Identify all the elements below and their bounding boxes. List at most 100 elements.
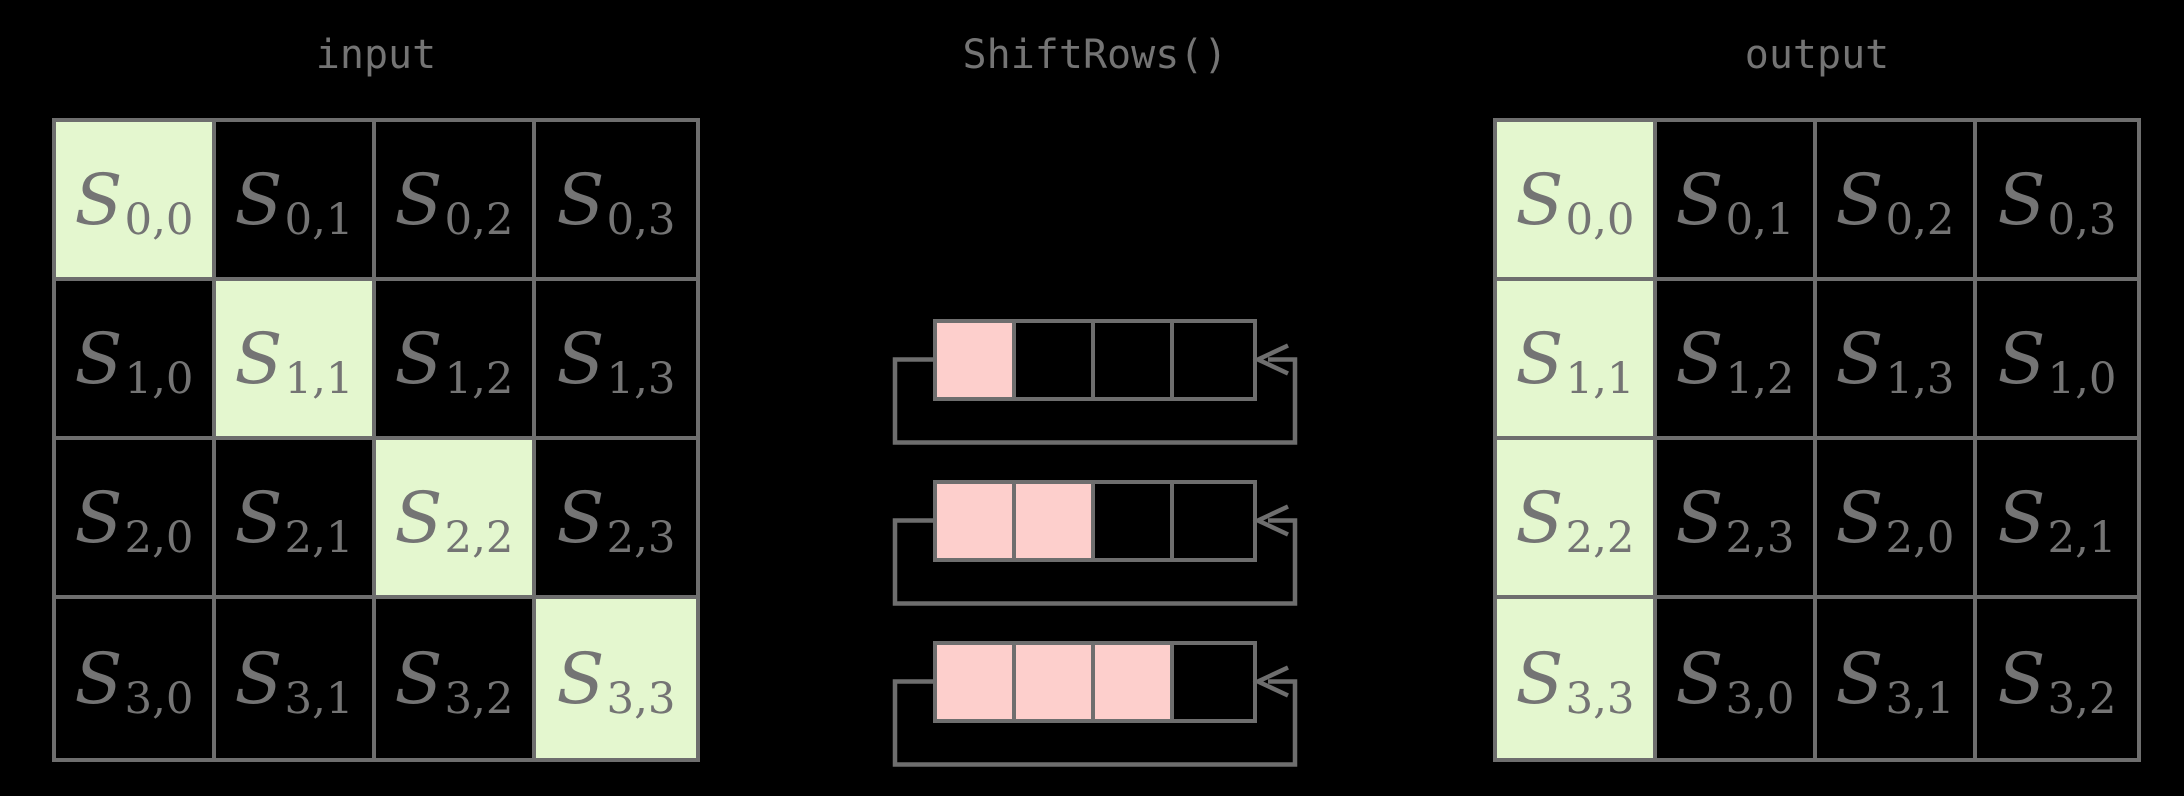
input-state-cell-3-3: S3,3 bbox=[536, 599, 696, 758]
shift-register-row-2 bbox=[933, 479, 1257, 562]
state-subscript: 1,0 bbox=[2047, 354, 2117, 405]
state-subscript: 1,3 bbox=[1885, 354, 1955, 405]
state-subscript: 2,1 bbox=[2047, 513, 2117, 564]
state-subscript: 1,1 bbox=[1565, 354, 1635, 405]
left-arrowhead-icon bbox=[1252, 343, 1289, 376]
state-byte-label: S2,3 bbox=[557, 483, 676, 561]
state-symbol: S bbox=[234, 637, 283, 720]
state-subscript: 3,2 bbox=[444, 674, 514, 725]
output-state-cell-2-1: S2,3 bbox=[1657, 440, 1817, 599]
output-state-cell-1-0: S1,1 bbox=[1497, 281, 1657, 440]
state-byte-label: S0,3 bbox=[557, 165, 676, 243]
state-subscript: 2,2 bbox=[444, 513, 514, 564]
state-symbol: S bbox=[1835, 476, 1884, 559]
shift-register-cell-3-1 bbox=[1016, 644, 1095, 719]
state-subscript: 2,3 bbox=[1725, 513, 1795, 564]
state-subscript: 2,0 bbox=[1885, 513, 1955, 564]
state-byte-label: S1,3 bbox=[1836, 324, 1955, 402]
input-state-cell-1-1: S1,1 bbox=[216, 281, 376, 440]
state-byte-label: S0,1 bbox=[235, 165, 354, 243]
state-byte-label: S2,0 bbox=[1836, 483, 1955, 561]
state-byte-label: S2,0 bbox=[75, 483, 194, 561]
state-byte-label: S3,3 bbox=[557, 644, 676, 722]
state-byte-label: S2,3 bbox=[1676, 483, 1795, 561]
shift-register-row-1 bbox=[933, 318, 1257, 401]
state-subscript: 3,2 bbox=[2047, 674, 2117, 725]
state-subscript: 0,3 bbox=[606, 195, 676, 246]
input-state-cell-2-3: S2,3 bbox=[536, 440, 696, 599]
state-byte-label: S3,0 bbox=[75, 644, 194, 722]
output-state-cell-1-3: S1,0 bbox=[1977, 281, 2137, 440]
state-byte-label: S1,2 bbox=[1676, 324, 1795, 402]
state-subscript: 0,2 bbox=[1885, 195, 1955, 246]
state-symbol: S bbox=[394, 317, 443, 400]
state-symbol: S bbox=[394, 637, 443, 720]
state-subscript: 1,2 bbox=[1725, 354, 1795, 405]
state-subscript: 1,0 bbox=[124, 354, 194, 405]
state-symbol: S bbox=[556, 158, 605, 241]
shift-register-cell-1-0 bbox=[937, 322, 1016, 397]
state-symbol: S bbox=[1675, 317, 1724, 400]
state-byte-label: S0,0 bbox=[1516, 165, 1635, 243]
state-byte-label: S1,0 bbox=[75, 324, 194, 402]
state-subscript: 3,0 bbox=[1725, 674, 1795, 725]
state-subscript: 0,1 bbox=[284, 195, 354, 246]
output-state-cell-0-0: S0,0 bbox=[1497, 122, 1657, 281]
state-byte-label: S1,1 bbox=[1516, 324, 1635, 402]
shift-register-cell-1-2 bbox=[1095, 322, 1174, 397]
state-subscript: 2,1 bbox=[284, 513, 354, 564]
input-state-cell-0-0: S0,0 bbox=[56, 122, 216, 281]
state-symbol: S bbox=[1675, 158, 1724, 241]
state-symbol: S bbox=[1835, 637, 1884, 720]
wraparound-loop-path bbox=[892, 518, 1298, 606]
state-byte-label: S0,2 bbox=[395, 165, 514, 243]
state-subscript: 2,0 bbox=[124, 513, 194, 564]
state-symbol: S bbox=[1835, 158, 1884, 241]
input-state-cell-1-3: S1,3 bbox=[536, 281, 696, 440]
state-symbol: S bbox=[234, 476, 283, 559]
state-symbol: S bbox=[1997, 158, 2046, 241]
state-subscript: 3,3 bbox=[606, 674, 676, 725]
shift-register-cell-3-0 bbox=[937, 644, 1016, 719]
input-state-cell-3-1: S3,1 bbox=[216, 599, 376, 758]
state-byte-label: S3,2 bbox=[1998, 644, 2117, 722]
wraparound-loop-path bbox=[892, 357, 1298, 445]
state-byte-label: S0,2 bbox=[1836, 165, 1955, 243]
state-byte-label: S0,1 bbox=[1676, 165, 1795, 243]
shift-register-cell-1-1 bbox=[1016, 322, 1095, 397]
output-state-cell-3-1: S3,0 bbox=[1657, 599, 1817, 758]
shift-register-cell-2-1 bbox=[1016, 483, 1095, 558]
shift-register-cell-2-2 bbox=[1095, 483, 1174, 558]
state-byte-label: S2,1 bbox=[1998, 483, 2117, 561]
state-symbol: S bbox=[1515, 637, 1564, 720]
state-symbol: S bbox=[74, 317, 123, 400]
state-subscript: 0,0 bbox=[124, 195, 194, 246]
output-state-cell-2-3: S2,1 bbox=[1977, 440, 2137, 599]
state-symbol: S bbox=[74, 476, 123, 559]
shift-register-cell-2-0 bbox=[937, 483, 1016, 558]
state-symbol: S bbox=[1997, 317, 2046, 400]
state-byte-label: S3,3 bbox=[1516, 644, 1635, 722]
state-subscript: 3,3 bbox=[1565, 674, 1635, 725]
state-symbol: S bbox=[1515, 317, 1564, 400]
input-state-cell-1-0: S1,0 bbox=[56, 281, 216, 440]
state-byte-label: S3,1 bbox=[1836, 644, 1955, 722]
shift-register-cell-2-3 bbox=[1174, 484, 1253, 558]
state-byte-label: S3,2 bbox=[395, 644, 514, 722]
shiftrows-title: ShiftRows() bbox=[962, 32, 1228, 78]
input-state-cell-2-0: S2,0 bbox=[56, 440, 216, 599]
state-subscript: 1,3 bbox=[606, 354, 676, 405]
output-state-cell-0-2: S0,2 bbox=[1817, 122, 1977, 281]
input-state-cell-0-3: S0,3 bbox=[536, 122, 696, 281]
state-subscript: 3,1 bbox=[284, 674, 354, 725]
state-byte-label: S3,0 bbox=[1676, 644, 1795, 722]
state-subscript: 3,1 bbox=[1885, 674, 1955, 725]
output-state-cell-1-2: S1,3 bbox=[1817, 281, 1977, 440]
state-symbol: S bbox=[234, 158, 283, 241]
state-symbol: S bbox=[74, 158, 123, 241]
state-subscript: 3,0 bbox=[124, 674, 194, 725]
